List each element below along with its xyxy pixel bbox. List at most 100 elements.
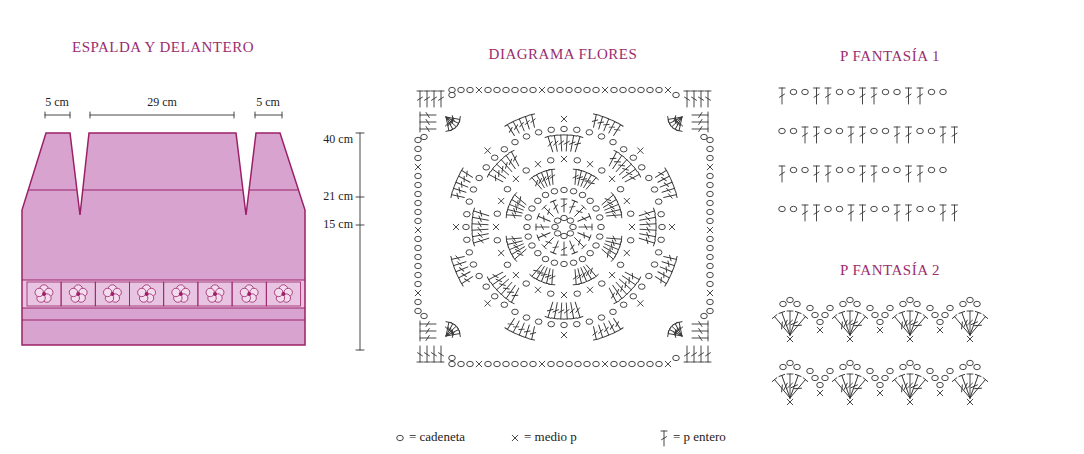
double-crochet-symbol (420, 126, 436, 132)
chain-symbol (647, 361, 654, 366)
stroke (847, 374, 853, 375)
flower-square (266, 282, 300, 306)
double-crochet-symbol (420, 328, 436, 334)
double-crochet-symbol (506, 235, 521, 242)
stroke (504, 154, 509, 157)
stroke (589, 214, 591, 220)
stroke (542, 205, 546, 209)
stroke (787, 399, 793, 405)
stroke (646, 233, 650, 238)
double-crochet-symbol (431, 91, 437, 107)
stroke (537, 266, 545, 279)
chain-symbol (466, 250, 473, 255)
chain-symbol (673, 92, 680, 97)
stroke (970, 380, 985, 398)
stroke (917, 88, 923, 89)
stroke (456, 182, 468, 187)
double-crochet-symbol (507, 238, 523, 247)
double-crochet-symbol (591, 114, 600, 128)
chain-symbol (882, 312, 889, 317)
chain-symbol (707, 272, 714, 277)
petal (69, 288, 77, 296)
double-crochet-symbol (539, 171, 550, 187)
chain-symbol (483, 284, 490, 289)
stroke (803, 378, 808, 382)
stroke (512, 236, 515, 241)
stroke (426, 322, 429, 327)
single-crochet-symbol (907, 336, 913, 342)
double-crochet-symbol (504, 154, 518, 171)
chain-symbol (483, 165, 490, 170)
double-crochet-symbol (908, 315, 928, 337)
stroke (474, 211, 489, 216)
garment-details (0, 190, 320, 320)
double-crochet-symbol (847, 311, 853, 335)
stroke (496, 171, 501, 177)
stroke (787, 311, 793, 312)
stroke (512, 156, 518, 161)
stroke (787, 399, 793, 405)
stroke (426, 336, 429, 341)
stroke (639, 238, 654, 243)
stroke (464, 171, 469, 177)
stroke (952, 127, 958, 128)
double-crochet-symbol (443, 322, 452, 337)
double-crochet-symbol (917, 166, 923, 182)
double-crochet-symbol (487, 172, 504, 185)
stroke (843, 383, 849, 389)
stroke (849, 133, 854, 136)
stroke (708, 328, 709, 334)
double-crochet-symbol (602, 244, 618, 257)
stroke (664, 267, 668, 273)
stroke (849, 211, 854, 214)
chain-symbol (525, 234, 532, 239)
stroke (513, 125, 519, 130)
stroke (671, 269, 673, 275)
stroke (513, 176, 519, 182)
stroke (638, 172, 641, 177)
stroke (609, 152, 616, 166)
chain-symbol (512, 309, 519, 314)
stroke (783, 383, 789, 389)
stroke (584, 225, 587, 230)
chain-symbol (894, 89, 901, 94)
chain-symbol (415, 137, 422, 142)
chain-symbol (548, 87, 555, 92)
flower (172, 285, 190, 302)
flower-square (232, 282, 266, 306)
stroke (918, 172, 923, 175)
double-crochet-symbol (537, 230, 551, 241)
chain-symbol (794, 301, 801, 306)
chain-symbol (491, 294, 498, 299)
dimension-label: 40 cm (323, 133, 353, 146)
chain-symbol (790, 206, 797, 211)
single-crochet-symbol (847, 399, 853, 405)
stroke (832, 315, 837, 319)
stroke (863, 378, 868, 382)
chain-symbol (494, 238, 501, 243)
chain-symbol (535, 250, 542, 255)
single-crochet-symbol (561, 156, 567, 162)
stroke (817, 327, 823, 333)
stroke (626, 277, 631, 283)
chain-symbol (494, 361, 501, 366)
stroke (460, 182, 464, 188)
chain-symbol (547, 291, 554, 296)
stroke (445, 327, 450, 331)
stroke (570, 245, 576, 249)
stroke (456, 267, 468, 272)
stroke (906, 133, 911, 136)
stroke (551, 135, 557, 136)
stroke (609, 325, 615, 330)
stroke (611, 193, 615, 198)
chain-symbol (535, 198, 542, 203)
stroke (558, 134, 564, 135)
stroke (618, 123, 623, 126)
stroke (523, 337, 529, 339)
stroke (519, 323, 524, 335)
stroke (614, 127, 620, 132)
chain-symbol (917, 206, 924, 211)
stroke (666, 187, 670, 193)
stroke (487, 172, 490, 177)
stroke (471, 227, 472, 233)
